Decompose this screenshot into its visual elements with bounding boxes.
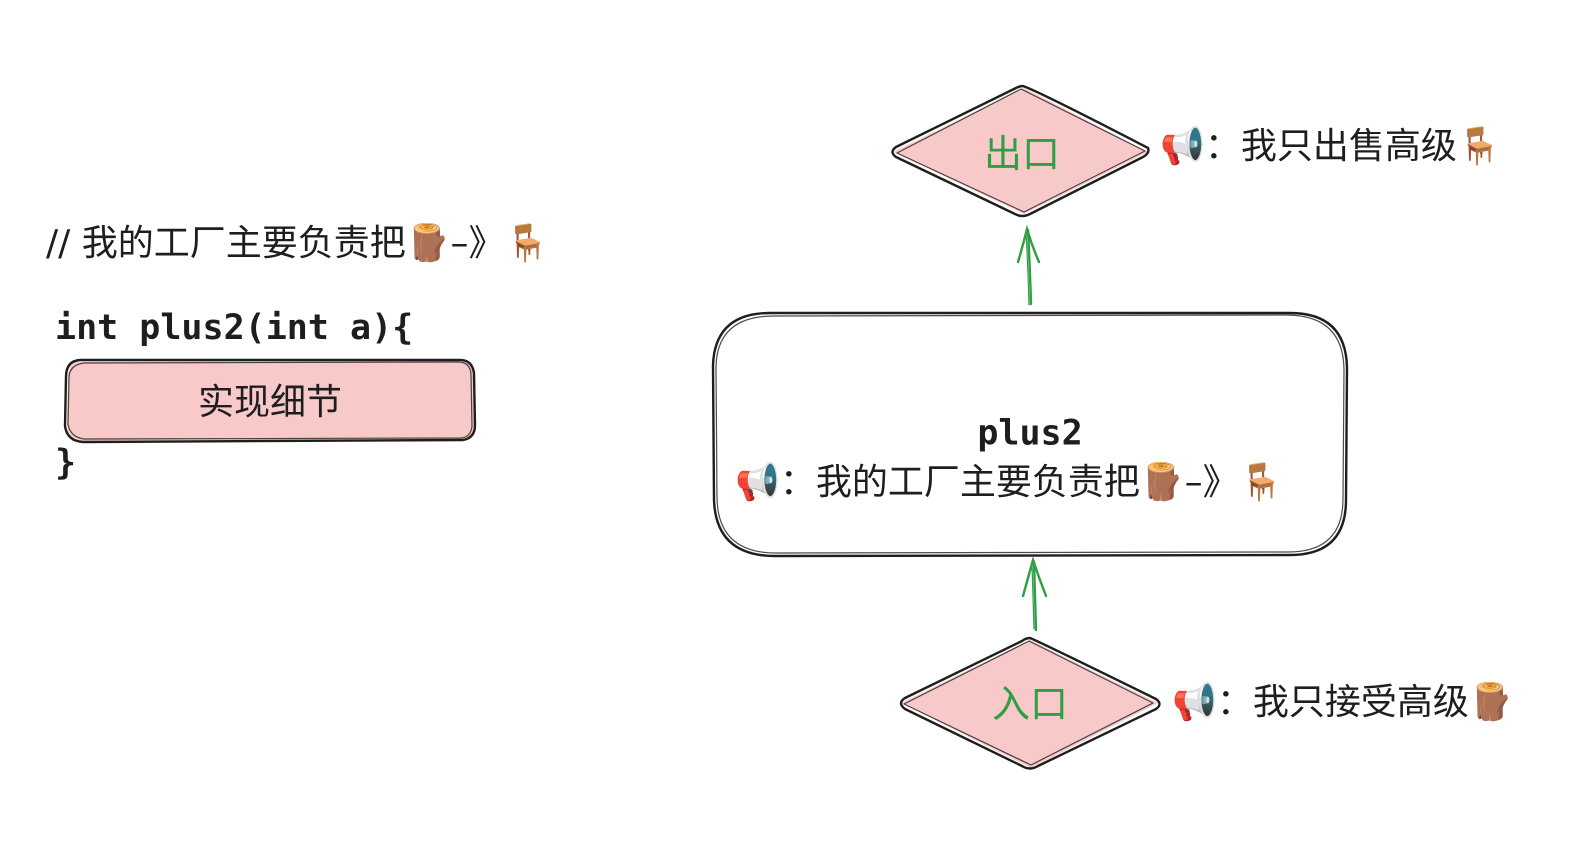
plus2-process-box xyxy=(711,311,1349,558)
arrow-to-exit xyxy=(1016,224,1041,306)
closing-brace: } xyxy=(55,443,77,483)
process-note: 📢：我的工厂主要负责把🪵–》🪑 xyxy=(735,462,1284,503)
factory-comment: // 我的工厂主要负责把🪵–》🪑 xyxy=(46,223,550,264)
process-title: plus2 xyxy=(977,413,1083,454)
entry-note: 📢：我只接受高级🪵 xyxy=(1172,682,1514,723)
implementation-label: 实现细节 xyxy=(197,382,343,423)
entry-diamond xyxy=(899,636,1161,770)
entry-label: 入口 xyxy=(991,682,1069,726)
implementation-box xyxy=(63,358,477,444)
function-signature: int plus2(int a){ xyxy=(55,308,414,348)
arrow-to-process xyxy=(1021,555,1048,632)
exit-note: 📢：我只出售高级🪑 xyxy=(1160,126,1502,167)
exit-diamond xyxy=(891,84,1150,218)
exit-label: 出口 xyxy=(983,132,1061,176)
